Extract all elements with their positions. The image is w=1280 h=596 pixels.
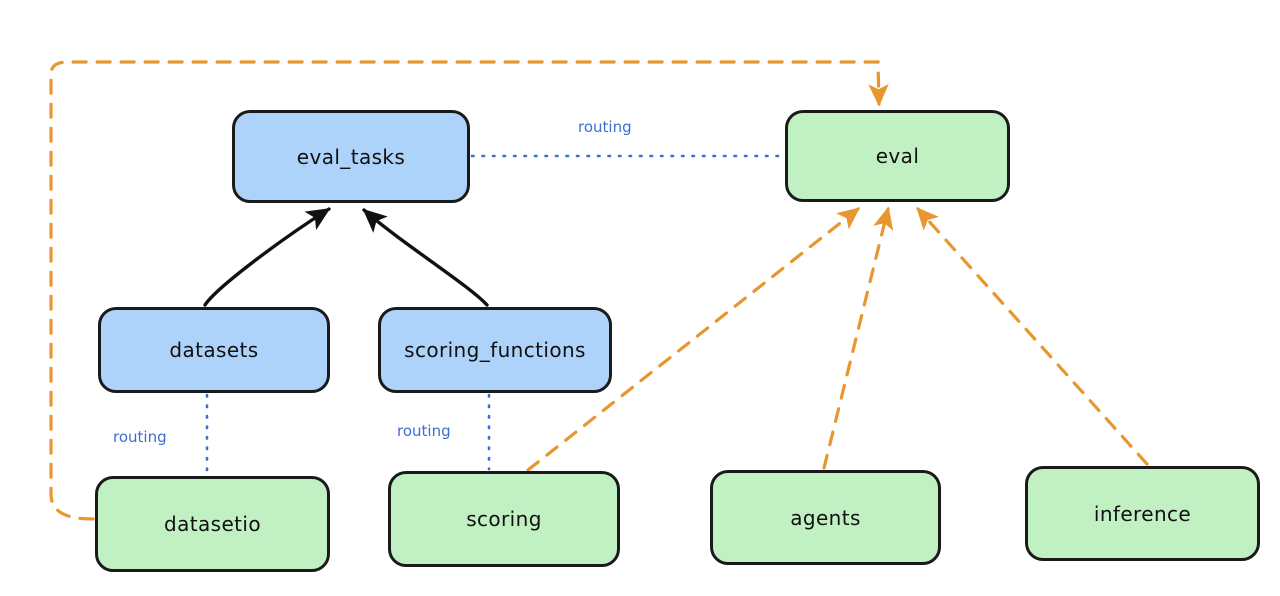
node-datasetio[interactable]: datasetio: [95, 476, 330, 572]
edge-scoring-functions-to-eval-tasks: [362, 208, 489, 307]
edge-label-routing-eval-tasks-eval: routing: [578, 118, 632, 136]
node-datasets-label: datasets: [169, 338, 259, 362]
node-datasets[interactable]: datasets: [98, 307, 330, 393]
node-inference-label: inference: [1093, 501, 1192, 526]
node-eval[interactable]: eval: [785, 110, 1010, 202]
edge-datasets-to-eval-tasks: [203, 207, 331, 307]
node-eval-label: eval: [875, 144, 920, 168]
edge-inference-to-eval: [916, 207, 1149, 466]
node-scoring-functions-label: scoring_functions: [404, 338, 586, 362]
edge-label-routing-datasets-datasetio: routing: [113, 428, 167, 446]
node-inference[interactable]: inference: [1025, 466, 1260, 561]
node-scoring[interactable]: scoring: [388, 471, 620, 567]
node-scoring-label: scoring: [466, 507, 542, 531]
node-eval-tasks-label: eval_tasks: [296, 144, 406, 169]
edge-datasetio-to-eval: [49, 60, 889, 521]
node-agents-label: agents: [790, 505, 861, 530]
node-eval-tasks[interactable]: eval_tasks: [232, 110, 470, 203]
edge-agents-to-eval: [822, 206, 894, 470]
node-datasetio-label: datasetio: [163, 512, 261, 536]
node-scoring-functions[interactable]: scoring_functions: [378, 307, 612, 393]
node-agents[interactable]: agents: [710, 470, 941, 565]
edge-label-routing-scoring-functions-scoring: routing: [397, 422, 451, 440]
